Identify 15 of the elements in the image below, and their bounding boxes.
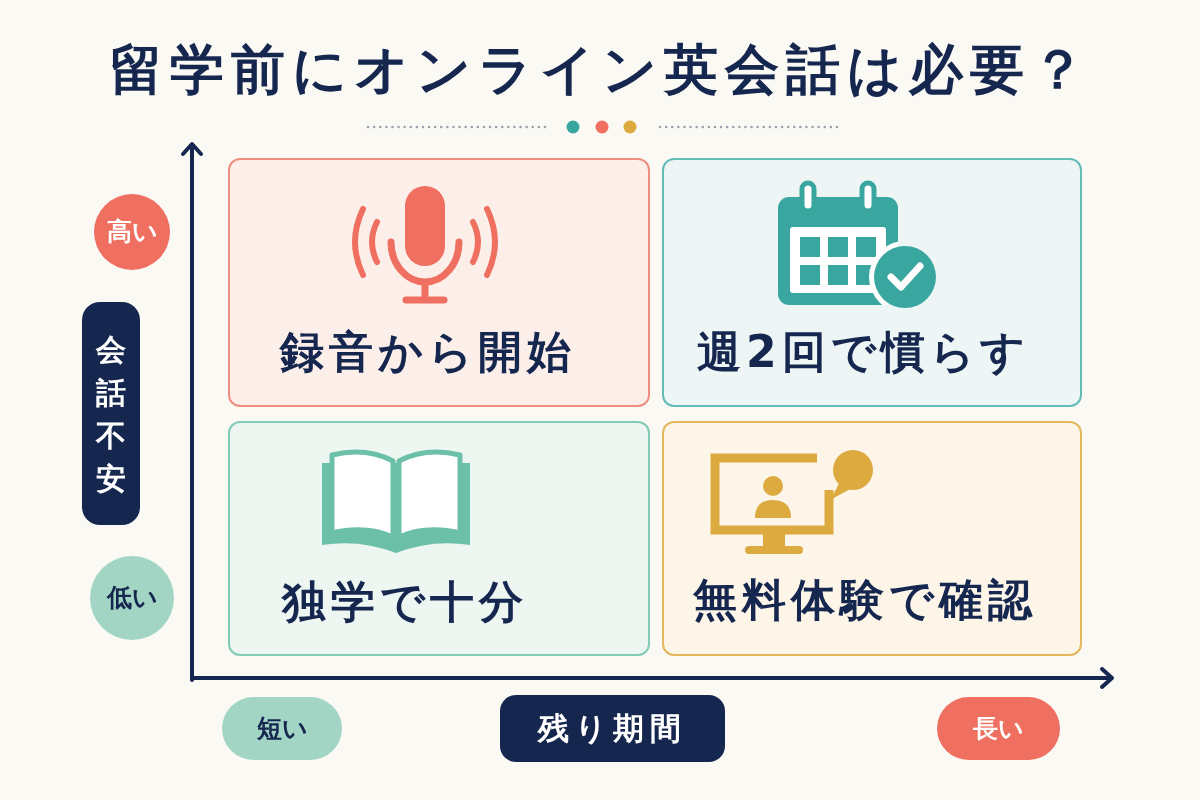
quadrant-card [228, 421, 650, 656]
quadrant-label: 独学で十分 [282, 575, 528, 629]
level-pill: 長い [937, 697, 1060, 760]
axis-title: 残り期間 [500, 695, 725, 762]
quadrant-card [228, 158, 650, 407]
level-circle: 高い [94, 194, 170, 270]
quadrant-label: 録音から開始 [280, 325, 576, 379]
level-pill: 短い [222, 697, 342, 760]
quadrant-card [662, 158, 1082, 407]
level-circle: 低い [90, 556, 174, 640]
quadrant-label: 無料体験で確認 [693, 573, 1037, 627]
quadrant-card [662, 421, 1082, 656]
title: 留学前にオンライン英会話は必要？ [108, 38, 1092, 103]
quadrant-label: 週2回で慣らす [697, 325, 1030, 379]
axis-title: 会話不安 [82, 302, 140, 525]
